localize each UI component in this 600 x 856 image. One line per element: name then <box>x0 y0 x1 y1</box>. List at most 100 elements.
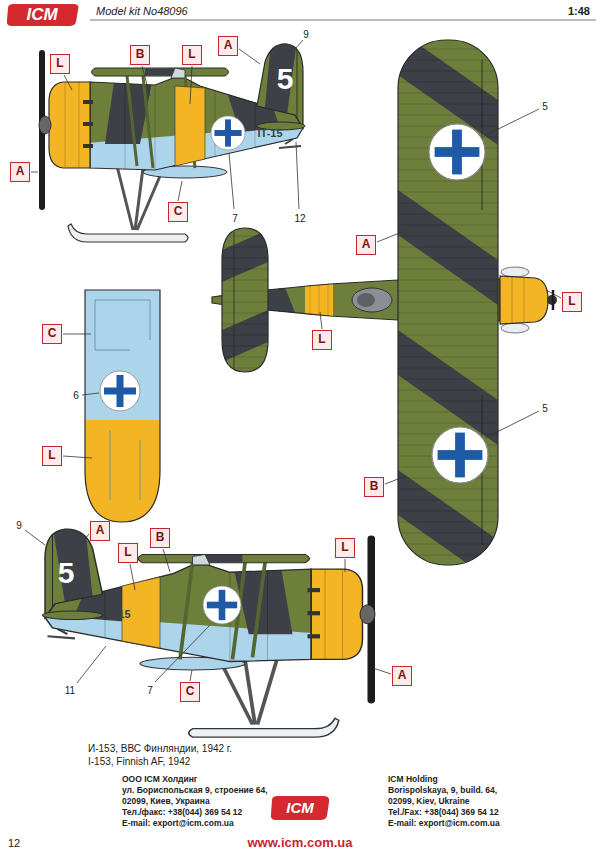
top-view <box>352 288 392 312</box>
callout-box: B <box>364 477 384 497</box>
wing-underside <box>95 300 150 500</box>
wing-underside <box>80 285 170 530</box>
header <box>7 4 79 26</box>
callout-number: 7 <box>147 685 153 696</box>
callout-letter: L <box>124 546 131 559</box>
top-view <box>501 323 529 333</box>
callout-box: A <box>392 666 412 686</box>
kit-number: Model kit No48096 <box>96 5 188 17</box>
footer-logo <box>271 796 329 820</box>
top-view <box>222 228 268 372</box>
callout-box: L <box>50 54 70 74</box>
logo-text: ICM <box>26 6 57 25</box>
callout-letter: C <box>186 685 195 698</box>
callout-number: 9 <box>303 29 309 40</box>
callout-letter: L <box>188 48 195 61</box>
top-view <box>234 232 235 368</box>
callout-number: 6 <box>73 390 79 401</box>
address-line: E-mail: export@icm.com.ua <box>122 819 234 828</box>
aircraft-code: IT-15 <box>105 608 130 620</box>
callout-letter: A <box>224 39 233 52</box>
callout-number: 7 <box>232 213 238 224</box>
tail-number: 5 <box>58 556 75 589</box>
callout-letter: A <box>362 238 371 251</box>
roundel <box>203 586 241 624</box>
callout-letter: B <box>136 48 145 61</box>
address-line: 02099, Киев, Украина <box>122 797 210 806</box>
top-view <box>398 40 498 565</box>
top-view <box>398 40 498 565</box>
callout-letter: L <box>318 333 325 346</box>
top-view <box>218 225 273 375</box>
top-view <box>398 40 498 565</box>
top-view <box>305 275 333 325</box>
callout-box: A <box>218 36 238 56</box>
caption-line: I-153, Finnish AF, 1942 <box>88 756 190 767</box>
top-view <box>218 225 273 375</box>
callout-box: L <box>562 292 582 312</box>
callout-letter: A <box>96 524 105 537</box>
page-number: 12 <box>8 837 20 849</box>
callout-box: A <box>90 521 110 541</box>
header <box>90 20 596 21</box>
callout-box: C <box>180 682 200 702</box>
address-line: 02099, Kiev, Ukraine <box>388 797 470 806</box>
callout-number: 9 <box>16 520 22 531</box>
callout-box: C <box>168 202 188 222</box>
top-view <box>398 40 498 565</box>
footer-logo <box>271 796 329 820</box>
callout-letter: B <box>156 531 165 544</box>
address-line: ООО ICM Холдинг <box>122 775 197 784</box>
callout-letter: B <box>370 480 379 493</box>
website: www.icm.com.ua <box>248 836 353 850</box>
wing-underside <box>85 290 160 522</box>
callout-box: L <box>42 446 62 466</box>
callout-number: 11 <box>65 685 75 696</box>
callout-letter: L <box>568 295 575 308</box>
callout-box: L <box>335 538 355 558</box>
callout-number: 12 <box>294 213 305 224</box>
side-profile-right <box>5 525 380 737</box>
callout-box: C <box>42 324 62 344</box>
callout-number: 5 <box>542 403 548 414</box>
top-view <box>205 30 557 585</box>
top-view <box>432 427 488 483</box>
wing-underside <box>100 371 140 411</box>
callout-letter: C <box>174 205 183 218</box>
leader-line <box>25 40 561 683</box>
callout-letter: L <box>56 57 63 70</box>
side-profile-left <box>35 40 335 242</box>
callout-box: A <box>10 162 30 182</box>
logo-text: ICM <box>286 800 314 817</box>
callout-box: L <box>182 45 202 65</box>
address-line: Borispolskaya, 9, build. 64, <box>388 786 497 795</box>
top-view <box>305 275 333 325</box>
address-line: Тел./факс: +38(044) 369 54 12 <box>122 808 242 817</box>
top-view <box>218 225 273 375</box>
wing-underside <box>80 285 170 530</box>
tail-number: 5 <box>277 62 294 95</box>
callout-box: L <box>312 330 332 350</box>
roundel <box>211 116 245 150</box>
callout-box: B <box>150 528 170 548</box>
callout-number: 5 <box>542 101 548 112</box>
header <box>7 4 596 26</box>
callout-letter: A <box>16 165 25 178</box>
address-line: E-mail: export@icm.com.ua <box>388 819 500 828</box>
top-view <box>512 277 524 323</box>
callout-box: L <box>118 543 138 563</box>
top-view <box>429 124 485 180</box>
address-line: Tel./Fax: +38(044) 369 54 12 <box>388 808 499 817</box>
caption-line: И-153, ВВС Финляндии, 1942 г. <box>88 743 232 754</box>
callout-box: B <box>130 45 150 65</box>
address-line: ICM Holding <box>388 775 438 784</box>
callout-letter: A <box>398 669 407 682</box>
top-view <box>500 276 548 324</box>
scale: 1:48 <box>568 5 590 17</box>
callout-letter: L <box>341 541 348 554</box>
callout-box: A <box>356 235 376 255</box>
address-line: ул. Бориспольская 9, строение 64, <box>122 786 268 795</box>
